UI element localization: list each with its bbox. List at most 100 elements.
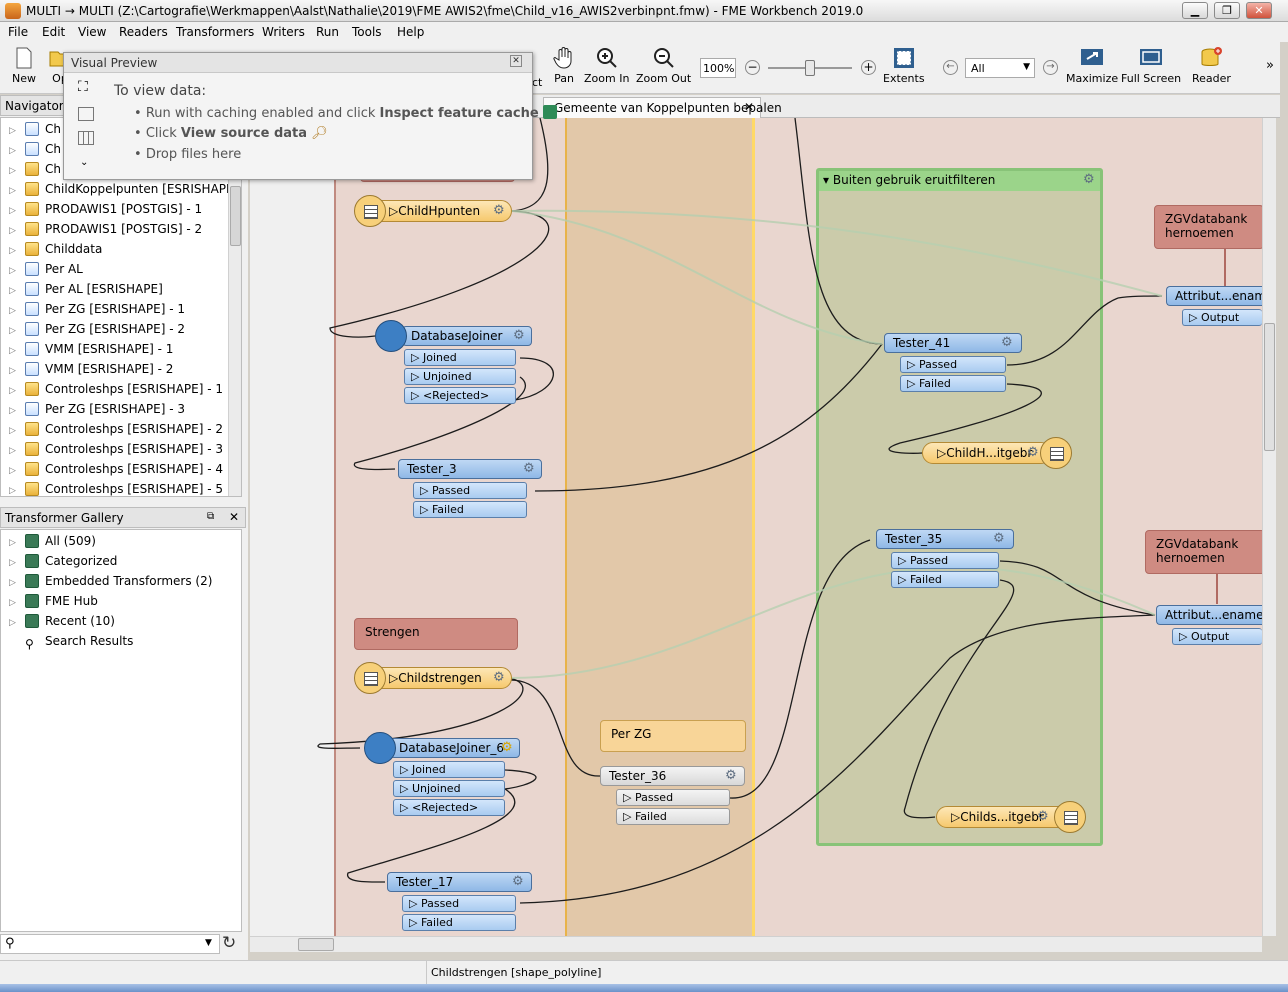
port-passed[interactable]: ▷ Passed: [891, 552, 999, 569]
gallery-item[interactable]: ▷Categorized: [9, 554, 117, 574]
port-rejected[interactable]: ▷ <Rejected>: [393, 799, 505, 816]
back-arrow-icon[interactable]: ←: [943, 60, 958, 75]
transformer-tester-17[interactable]: Tester_17 ⚙: [387, 872, 532, 892]
navigator-item[interactable]: ▷Per AL: [9, 262, 83, 282]
expand-arrow-icon[interactable]: ▷: [9, 386, 16, 396]
gallery-item[interactable]: ⚲Search Results: [9, 634, 133, 654]
menu-view[interactable]: View: [78, 25, 107, 39]
expand-arrow-icon[interactable]: ▷: [9, 246, 16, 256]
bookmark-buiten-gebruik[interactable]: ▾ Buiten gebruik eruitfilteren ⚙: [816, 168, 1103, 846]
navigator-item[interactable]: ▷Controleshps [ESRISHAPE] - 2: [9, 422, 223, 442]
navigator-item[interactable]: ▷PRODAWIS1 [POSTGIS] - 2: [9, 222, 202, 242]
port-rejected[interactable]: ▷ <Rejected>: [404, 387, 516, 404]
expand-arrow-icon[interactable]: ▷: [9, 346, 16, 356]
maximize-button[interactable]: Maximize: [1066, 46, 1118, 85]
expand-arrow-icon[interactable]: ▷: [9, 186, 16, 196]
expand-arrow-icon[interactable]: ▷: [9, 166, 16, 176]
expand-arrow-icon[interactable]: ▷: [9, 578, 16, 588]
navigator-item[interactable]: ▷Controleshps [ESRISHAPE] - 3: [9, 442, 223, 462]
gear-icon[interactable]: ⚙: [493, 203, 505, 218]
annotation-strengen[interactable]: Strengen: [354, 618, 518, 650]
inspect-label[interactable]: ct: [532, 76, 543, 89]
expand-arrow-icon[interactable]: ▷: [9, 146, 16, 156]
gear-icon[interactable]: ⚙: [1027, 445, 1039, 460]
navigator-item[interactable]: ▷Per ZG [ESRISHAPE] - 1: [9, 302, 185, 322]
navigator-item[interactable]: ▷Per ZG [ESRISHAPE] - 2: [9, 322, 185, 342]
reader-button[interactable]: Reader: [1192, 46, 1231, 85]
port-joined[interactable]: ▷ Joined: [393, 761, 505, 778]
view-source-icon[interactable]: 🔎︎: [311, 126, 328, 141]
expand-arrow-icon[interactable]: ▷: [9, 598, 16, 608]
zoom-minus-icon[interactable]: −: [745, 60, 760, 75]
writer-childs[interactable]: ▷Childs...itgebr ⚙: [936, 806, 1070, 828]
expand-arrow-icon[interactable]: ▷: [9, 226, 16, 236]
gallery-search-input[interactable]: ⚲ ▼: [0, 934, 220, 954]
expand-arrow-icon[interactable]: ▷: [9, 306, 16, 316]
port-passed[interactable]: ▷ Passed: [413, 482, 527, 499]
reader-childstrengen[interactable]: ▷Childstrengen ⚙: [358, 667, 512, 689]
expand-arrow-icon[interactable]: ▷: [9, 486, 16, 496]
tab-gemeente-koppelpunten[interactable]: Gemeente van Koppelpunten bepalen ✕: [543, 97, 782, 118]
navigator-item[interactable]: ▷Per ZG [ESRISHAPE] - 3: [9, 402, 185, 422]
expand-arrow-icon[interactable]: ▷: [9, 206, 16, 216]
navigator-item[interactable]: ▷Childdata: [9, 242, 102, 262]
workspace-canvas[interactable]: ▾ Buiten gebruik eruitfilteren ⚙: [250, 118, 1262, 936]
gallery-item[interactable]: ▷Recent (10): [9, 614, 115, 634]
reader-childhpunten[interactable]: ▷ChildHpunten ⚙: [358, 200, 512, 222]
bookmark-header[interactable]: ▾ Buiten gebruik eruitfilteren ⚙: [819, 171, 1100, 191]
canvas-vertical-scrollbar[interactable]: [1262, 118, 1276, 936]
annotation-zgv-2[interactable]: ZGVdatabank hernoemen: [1145, 530, 1262, 574]
new-button[interactable]: New: [12, 46, 36, 85]
chevron-down-icon[interactable]: ⌄: [80, 157, 89, 168]
full-screen-button[interactable]: Full Screen: [1121, 46, 1181, 85]
expand-arrow-icon[interactable]: ▷: [9, 326, 16, 336]
gallery-item[interactable]: ▷All (509): [9, 534, 96, 554]
filter-select[interactable]: All ▼: [965, 58, 1035, 78]
toolbar-overflow-button[interactable]: »: [1266, 58, 1274, 73]
transformer-tester-35[interactable]: Tester_35 ⚙: [876, 529, 1014, 549]
expand-arrow-icon[interactable]: ▷: [9, 286, 16, 296]
menu-run[interactable]: Run: [316, 25, 340, 39]
gallery-item[interactable]: ▷Embedded Transformers (2): [9, 574, 212, 594]
navigator-item[interactable]: ▷Ch: [9, 142, 61, 162]
port-failed[interactable]: ▷ Failed: [616, 808, 730, 825]
float-panel-icon[interactable]: ⧉: [207, 511, 215, 522]
navigator-item[interactable]: ▷Ch: [9, 162, 61, 182]
port-passed[interactable]: ▷ Passed: [900, 356, 1006, 373]
transformer-attributerenamer-1[interactable]: Attribut...enamer: [1166, 286, 1262, 306]
transformer-databasejoiner-6[interactable]: DatabaseJoiner_6 ⚙: [390, 738, 520, 758]
gear-icon[interactable]: ⚙: [512, 874, 524, 889]
gear-icon[interactable]: ⚙: [1001, 335, 1013, 350]
port-failed[interactable]: ▷ Failed: [402, 914, 516, 931]
transformer-attributerenamer-2[interactable]: Attribut...enamer: [1156, 605, 1262, 625]
pan-button[interactable]: Pan: [552, 46, 576, 85]
gear-icon[interactable]: ⚙: [501, 740, 513, 755]
port-unjoined[interactable]: ▷ Unjoined: [393, 780, 505, 797]
expand-arrow-icon[interactable]: ▷: [9, 126, 16, 136]
tab-close-icon[interactable]: ✕: [744, 100, 755, 114]
refresh-icon[interactable]: ↻: [222, 933, 237, 953]
expand-arrow-icon[interactable]: ▷: [9, 406, 16, 416]
menu-help[interactable]: Help: [397, 25, 425, 39]
annotation-per-zg[interactable]: Per ZG: [600, 720, 746, 752]
gear-icon[interactable]: ⚙: [493, 670, 505, 685]
writer-childh[interactable]: ▷ChildH...itgebr ⚙: [922, 442, 1052, 464]
extents-button[interactable]: Extents: [883, 46, 925, 85]
port-passed[interactable]: ▷ Passed: [402, 895, 516, 912]
transformer-tester-3[interactable]: Tester_3 ⚙: [398, 459, 542, 479]
port-failed[interactable]: ▷ Failed: [413, 501, 527, 518]
zoom-out-button[interactable]: Zoom Out: [636, 46, 691, 85]
transformer-tester-41[interactable]: Tester_41 ⚙: [884, 333, 1022, 353]
annotation-zgv-1[interactable]: ZGVdatabank hernoemen: [1154, 205, 1262, 249]
expand-arrow-icon[interactable]: ▷: [9, 618, 16, 628]
transformer-tester-36[interactable]: Tester_36 ⚙: [600, 766, 745, 786]
navigator-scroll-thumb[interactable]: [230, 186, 241, 246]
view-icon[interactable]: [78, 107, 94, 121]
transformer-databasejoiner[interactable]: DatabaseJoiner ⚙: [402, 326, 532, 346]
gear-icon[interactable]: ⚙: [513, 328, 525, 343]
menu-file[interactable]: File: [8, 25, 29, 39]
close-panel-icon[interactable]: ✕: [510, 55, 522, 67]
expand-arrow-icon[interactable]: ▷: [9, 266, 16, 276]
menu-transformers[interactable]: Transformers: [176, 25, 255, 39]
vertical-scroll-thumb[interactable]: [1264, 323, 1275, 451]
